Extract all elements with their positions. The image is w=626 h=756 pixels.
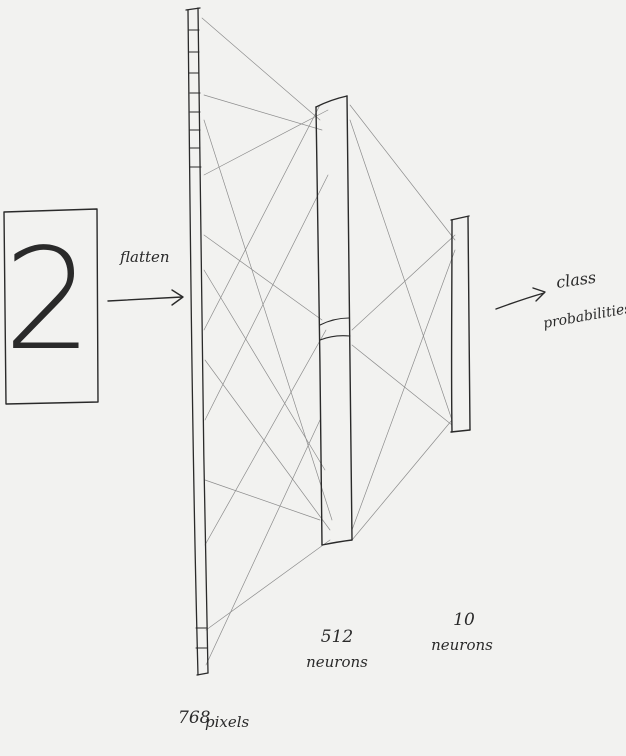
output-layer-unit: neurons — [431, 636, 493, 654]
input-digit: 2 — [3, 219, 92, 382]
input-to-hidden-connections — [201, 17, 333, 666]
output-arrow — [495, 287, 546, 310]
input-layer-count: 768 — [178, 708, 211, 728]
flatten-label: flatten — [119, 248, 170, 266]
hidden-layer-count: 512 — [321, 627, 353, 647]
input-image-box — [3, 208, 99, 405]
hidden-layer-column — [315, 95, 353, 546]
output-layer-column — [450, 215, 471, 433]
hidden-to-output-connections — [349, 104, 456, 541]
output-layer-count: 10 — [453, 610, 475, 630]
output-label-line2: probabilities — [542, 301, 626, 332]
hidden-layer-unit: neurons — [306, 653, 368, 671]
input-layer-column — [185, 7, 209, 676]
output-label-line1: class — [555, 268, 597, 292]
input-layer-unit: pixels — [205, 713, 250, 731]
flatten-arrow — [107, 289, 184, 306]
